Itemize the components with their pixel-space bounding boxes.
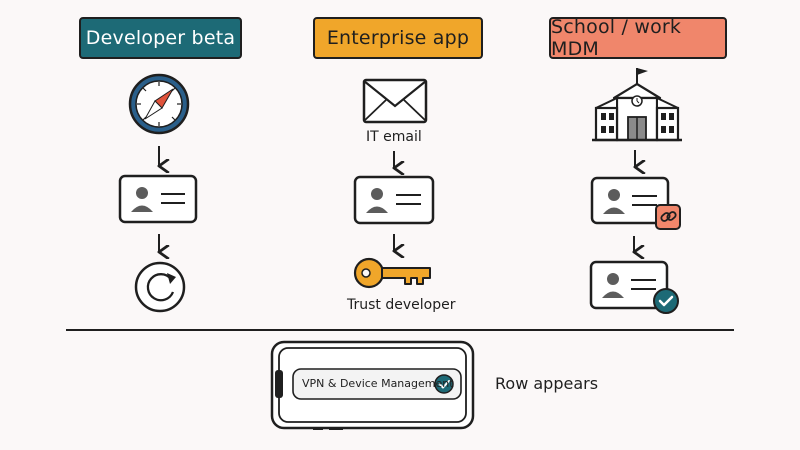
compass-icon: [128, 73, 190, 135]
link-badge-icon: [655, 204, 681, 230]
profile-card-icon: [118, 174, 198, 224]
developer-beta-header: Developer beta: [79, 17, 242, 59]
trust-developer-caption: Trust developer: [347, 297, 456, 313]
school-work-mdm-header: School / work MDM: [549, 16, 727, 60]
row-appears-note: Row appears: [495, 374, 599, 393]
it-email-caption: IT email: [366, 129, 422, 145]
profile-card-icon: [590, 176, 670, 225]
envelope-icon: [362, 78, 428, 124]
vpn-device-management-row[interactable]: [292, 368, 462, 400]
key-icon: [353, 257, 431, 289]
checkmark-badge-icon: [653, 288, 679, 314]
profile-card-icon: [353, 175, 435, 225]
restart-icon: [134, 261, 186, 313]
school-building-icon: [592, 68, 682, 142]
enterprise-app-header: Enterprise app: [313, 17, 483, 59]
profile-card-icon: [589, 260, 669, 310]
checkmark-icon: [434, 374, 454, 394]
vpn-row-label: VPN & Device Management: [302, 377, 454, 390]
